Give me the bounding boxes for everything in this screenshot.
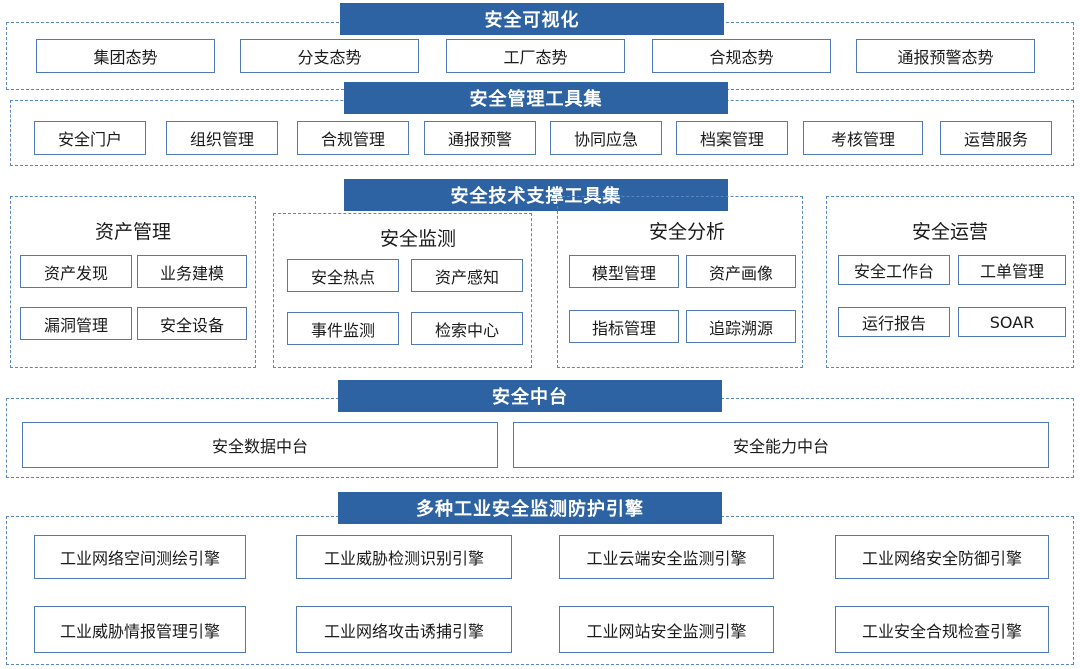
group-title-security-monitoring: 安全监测 [379, 227, 456, 250]
visualization-item: 合规态势 [652, 39, 831, 73]
indicator-management-item: 指标管理 [569, 310, 679, 343]
model-management-item: 模型管理 [569, 255, 679, 288]
security-device-item: 安全设备 [137, 307, 247, 340]
asset-management-group [10, 196, 256, 368]
asset-awareness-item: 资产感知 [411, 259, 523, 292]
middle-platform-title: 安全中台 [338, 380, 722, 412]
security-workbench-item: 安全工作台 [838, 255, 950, 285]
management-tool-item: 合规管理 [297, 121, 409, 155]
trace-source-item: 追踪溯源 [686, 310, 796, 343]
management-tool-item: 考核管理 [803, 121, 923, 155]
asset-discovery-item: 资产发现 [20, 255, 132, 288]
management-tools-title: 安全管理工具集 [344, 82, 728, 114]
security-data-platform: 安全数据中台 [22, 422, 498, 468]
engine-item: 工业威胁检测识别引擎 [296, 535, 512, 579]
tech-support-title: 安全技术支撑工具集 [344, 179, 728, 211]
management-tool-item: 安全门户 [34, 121, 146, 155]
group-title-asset-management: 资产管理 [94, 220, 171, 243]
soar-item: SOAR [958, 307, 1066, 337]
event-monitoring-item: 事件监测 [287, 312, 399, 345]
visualization-item: 集团态势 [36, 39, 215, 73]
engine-item: 工业网络安全防御引擎 [835, 535, 1049, 579]
group-title-security-analysis: 安全分析 [648, 220, 725, 243]
security-analysis-group [557, 196, 803, 368]
group-title-security-operations: 安全运营 [911, 220, 988, 243]
engine-item: 工业威胁情报管理引擎 [34, 606, 246, 653]
visualization-item: 通报预警态势 [856, 39, 1035, 73]
operation-report-item: 运行报告 [838, 307, 950, 337]
visualization-item: 分支态势 [240, 39, 419, 73]
management-tool-item: 档案管理 [676, 121, 788, 155]
engines-title: 多种工业安全监测防护引擎 [338, 492, 722, 524]
business-modeling-item: 业务建模 [137, 255, 247, 288]
engine-item: 工业网站安全监测引擎 [559, 606, 774, 653]
search-center-item: 检索中心 [411, 312, 523, 345]
security-capability-platform: 安全能力中台 [513, 422, 1049, 468]
visualization-title: 安全可视化 [340, 3, 724, 35]
management-tool-item: 协同应急 [550, 121, 662, 155]
engine-item: 工业云端安全监测引擎 [559, 535, 774, 579]
work-order-management-item: 工单管理 [958, 255, 1066, 285]
security-monitoring-group [273, 213, 532, 368]
security-operations-group [826, 196, 1074, 368]
engine-item: 工业安全合规检查引擎 [835, 606, 1049, 653]
engine-item: 工业网络攻击诱捕引擎 [296, 606, 512, 653]
engine-item: 工业网络空间测绘引擎 [34, 535, 246, 579]
asset-profile-item: 资产画像 [686, 255, 796, 288]
security-hotspot-item: 安全热点 [287, 259, 399, 292]
management-tool-item: 组织管理 [166, 121, 278, 155]
management-tool-item: 通报预警 [424, 121, 536, 155]
vulnerability-management-item: 漏洞管理 [20, 307, 132, 340]
management-tool-item: 运营服务 [940, 121, 1052, 155]
visualization-item: 工厂态势 [446, 39, 625, 73]
